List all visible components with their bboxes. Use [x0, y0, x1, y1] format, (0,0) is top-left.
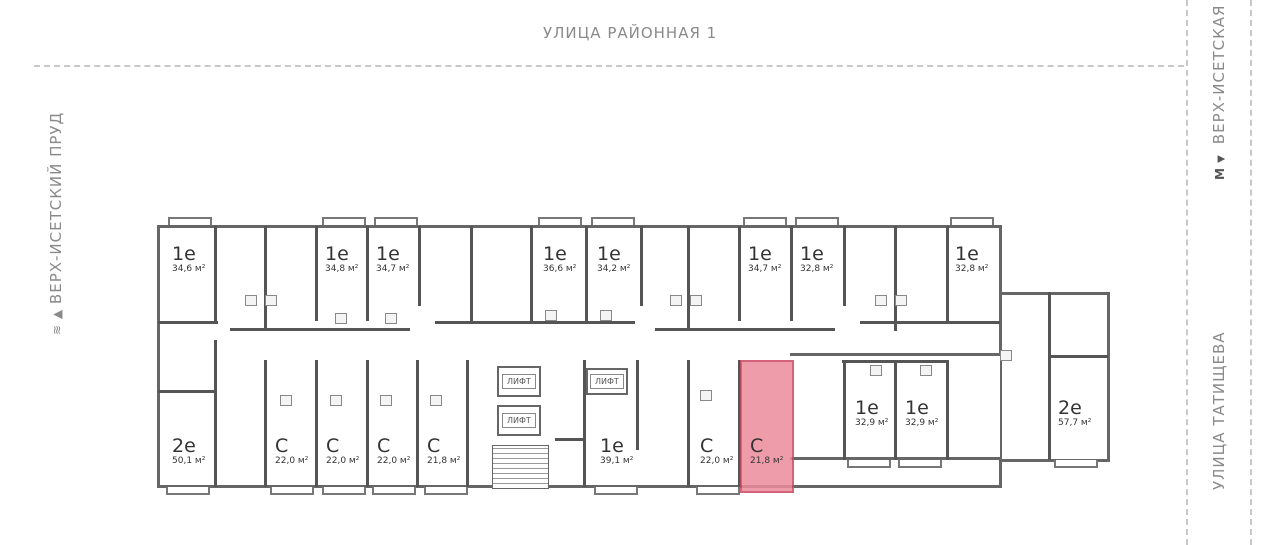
elevator: ЛИФТ	[497, 405, 541, 436]
apartment-area: 22,0 м²	[377, 456, 411, 466]
street-label-right-top: М ▼ ВЕРХ-ИСЕТСКАЯ	[1210, 4, 1228, 180]
apartment-area: 21,8 м²	[427, 456, 461, 466]
apartment-type: 1е	[543, 243, 567, 265]
apartment-area: 22,0 м²	[275, 456, 309, 466]
apartment-area: 21,8 м²	[750, 456, 784, 466]
apartment-area: 34,6 м²	[172, 264, 206, 274]
apartment-type: 2е	[1058, 397, 1082, 419]
elevator-label: ЛИФТ	[502, 374, 536, 389]
apartment-type: 1е	[172, 243, 196, 265]
apartment-type: 1е	[597, 243, 621, 265]
apartment-area: 34,2 м²	[597, 264, 631, 274]
apartment-area: 32,8 м²	[800, 264, 834, 274]
elevator-label: ЛИФТ	[590, 374, 624, 389]
apartment-area: 34,7 м²	[376, 264, 410, 274]
apartment-area: 50,1 м²	[172, 456, 206, 466]
staircase	[492, 445, 549, 489]
apartment-type: С	[427, 435, 441, 457]
apartment-type: 1е	[600, 435, 624, 457]
apartment-area: 57,7 м²	[1058, 418, 1092, 428]
street-label-left: ≋ ▲ ВЕРХ-ИСЕТСКИЙ ПРУД	[47, 112, 65, 335]
street-name: ВЕРХ-ИСЕТСКАЯ	[1210, 4, 1228, 145]
apartment-area: 39,1 м²	[600, 456, 634, 466]
apartment-area: 32,8 м²	[955, 264, 989, 274]
apartment-type: 1е	[800, 243, 824, 265]
apartment-area: 32,9 м²	[905, 418, 939, 428]
street-border-top	[34, 65, 1184, 67]
apartment-type: 1е	[905, 397, 929, 419]
street-label-top: УЛИЦА РАЙОННАЯ 1	[543, 24, 718, 42]
apartment-type: 1е	[955, 243, 979, 265]
apartment-area: 32,9 м²	[855, 418, 889, 428]
apartment-area: 34,8 м²	[325, 264, 359, 274]
apartment-type: 1е	[855, 397, 879, 419]
apartment-type: С	[326, 435, 340, 457]
apartment-type: 2е	[172, 435, 196, 457]
pond-name: ВЕРХ-ИСЕТСКИЙ ПРУД	[47, 111, 65, 305]
street-label-right-bottom: УЛИЦА ТАТИЩЕВА	[1210, 331, 1228, 490]
apartment-type: С	[377, 435, 391, 457]
apartment-area: 36,6 м²	[543, 264, 577, 274]
elevator-label: ЛИФТ	[502, 413, 536, 428]
metro-icon: М	[1213, 167, 1227, 180]
apartment-type: С	[750, 435, 764, 457]
apartment-type: 1е	[376, 243, 400, 265]
street-border-right-outer	[1250, 0, 1252, 545]
selected-apartment-highlight[interactable]	[740, 360, 794, 493]
apartment-type: 1е	[325, 243, 349, 265]
apartment-area: 22,0 м²	[326, 456, 360, 466]
apartment-area: 22,0 м²	[700, 456, 734, 466]
street-border-right-inner	[1186, 0, 1188, 545]
apartment-area: 34,7 м²	[748, 264, 782, 274]
elevator: ЛИФТ	[497, 366, 541, 397]
apartment-type: С	[275, 435, 289, 457]
apartment-type: 1е	[748, 243, 772, 265]
apartment-type: С	[700, 435, 714, 457]
pond-icon: ≋ ▲	[50, 304, 64, 335]
elevator: ЛИФТ	[586, 368, 628, 395]
